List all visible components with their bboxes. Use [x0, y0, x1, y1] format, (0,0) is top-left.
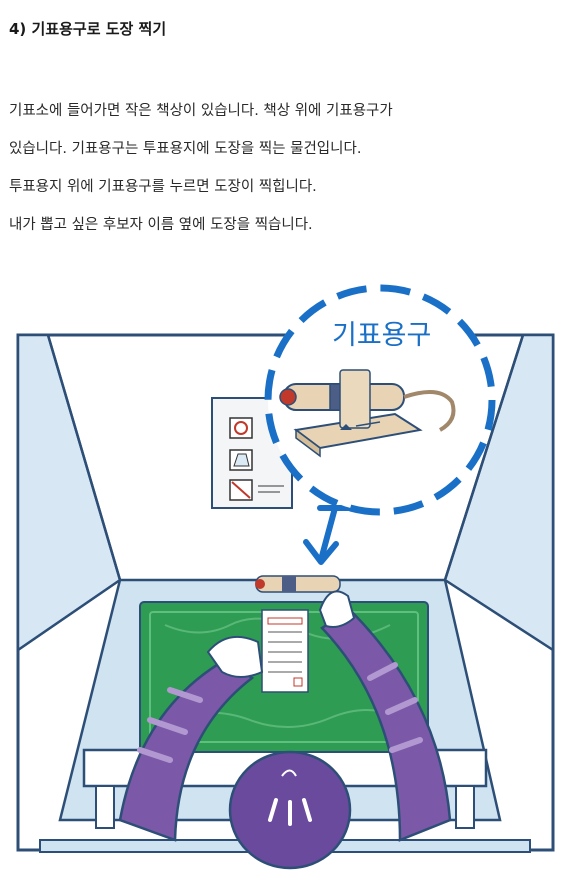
paragraph-line: 기표소에 들어가면 작은 책상이 있습니다. 책상 위에 기표용구가 — [9, 103, 393, 119]
voting-booth-illustration: 기표용구 — [16, 284, 555, 870]
section-heading: 4) 기표용구로 도장 찍기 — [9, 20, 167, 38]
paragraph-line: 투표용지 위에 기표용구를 누르면 도장이 찍힙니다. — [9, 179, 317, 195]
voter — [118, 590, 452, 870]
stamp-tool-icon — [279, 369, 456, 458]
zoom-label: 기표용구 — [332, 320, 431, 351]
ballot-paper — [261, 609, 309, 693]
zoom-circle: 기표용구 — [264, 284, 496, 516]
instruction-paragraph: 기표소에 들어가면 작은 책상이 있습니다. 책상 위에 기표용구가 있습니다.… — [9, 92, 393, 244]
paragraph-line: 내가 뽑고 싶은 후보자 이름 옆에 도장을 찍습니다. — [9, 217, 313, 233]
pointer-arrow — [303, 505, 355, 565]
stamp-tool-small — [255, 575, 341, 593]
paragraph-line: 있습니다. 기표용구는 투표용지에 도장을 찍는 물건입니다. — [9, 141, 362, 157]
